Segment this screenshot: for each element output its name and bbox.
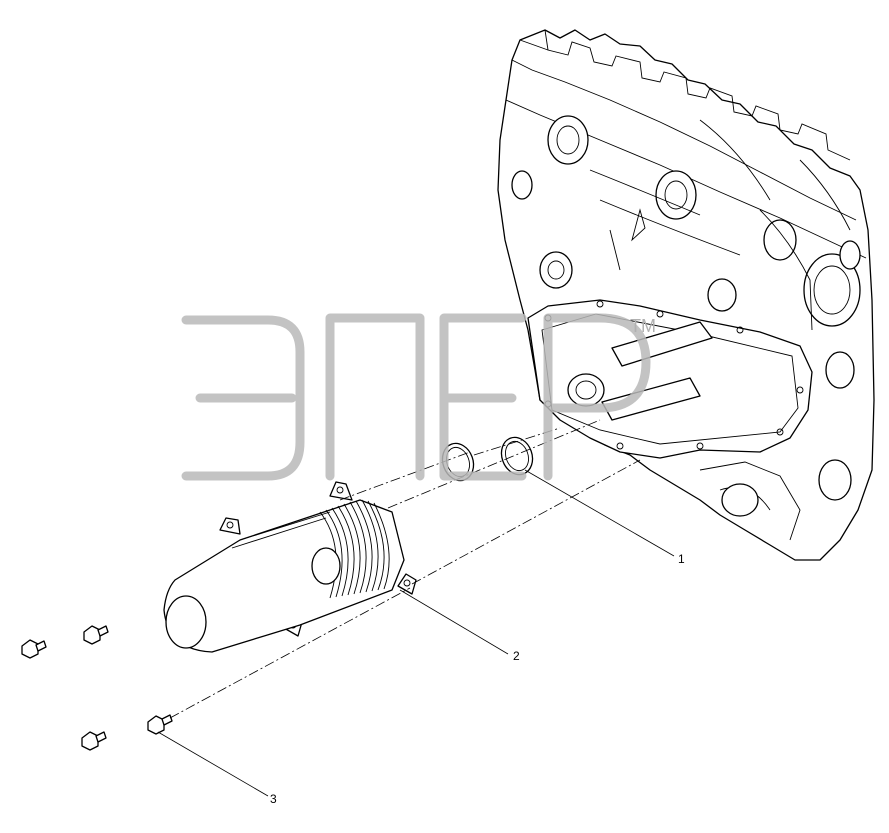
callout-2: 2 xyxy=(513,649,520,663)
callout-3: 3 xyxy=(270,792,277,806)
engine-block xyxy=(497,29,875,561)
callout-1: 1 xyxy=(678,552,685,566)
watermark-trademark: TM xyxy=(630,316,656,336)
bolt-2 xyxy=(83,625,109,645)
o-ring-right xyxy=(500,436,534,476)
leader-lines xyxy=(157,469,675,797)
bolt-3 xyxy=(81,731,107,751)
bolt-4 xyxy=(147,714,173,735)
bolt-1 xyxy=(21,639,47,659)
watermark-logo: TM xyxy=(181,313,656,481)
oil-cooler xyxy=(163,481,417,653)
